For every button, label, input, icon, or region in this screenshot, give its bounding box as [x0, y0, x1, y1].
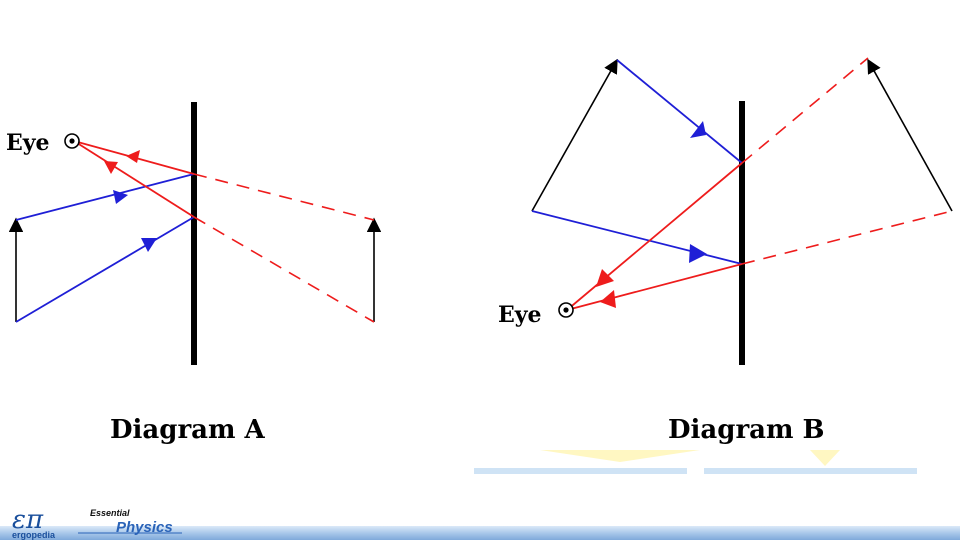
ray-arrowhead	[104, 161, 118, 174]
eye-pupil	[69, 138, 75, 144]
watermark-chevron	[540, 450, 700, 462]
object-arrow-b	[531, 58, 618, 212]
ray-arrowhead	[126, 150, 140, 163]
virtual-ray-a-top	[193, 173, 375, 221]
footer: επ ergopedia Essential Physics	[0, 505, 960, 540]
virtual-ray-b-bottom	[741, 210, 953, 265]
watermark-bar-right	[704, 468, 917, 474]
virtual-ray-b-top	[741, 57, 869, 164]
virtual-ray-a-bottom	[193, 216, 375, 323]
brand-top: Essential	[90, 508, 130, 518]
logo-name: ergopedia	[12, 530, 56, 540]
watermark-chevron-small	[810, 450, 840, 466]
eye-pupil	[563, 307, 569, 313]
caption-a: Diagram A	[110, 415, 266, 445]
incident-ray-b-top	[616, 59, 743, 164]
incident-ray-b-bottom	[531, 210, 743, 265]
image-arrow-b	[867, 58, 953, 212]
ray-arrowhead	[596, 269, 614, 287]
ray-arrowhead	[689, 244, 707, 263]
diagram-b: Eye Diagram B	[498, 57, 953, 445]
watermark-graphic	[474, 450, 917, 474]
ray-arrowhead	[600, 290, 616, 308]
reflected-ray-b-bottom	[566, 263, 743, 311]
caption-b: Diagram B	[668, 415, 825, 445]
diagram-a: Eye Diagram A	[6, 102, 382, 445]
ray-arrowhead	[113, 190, 128, 204]
logo-symbol: επ	[12, 505, 44, 535]
reflected-ray-a-bottom	[73, 140, 195, 218]
brand-main: Physics	[116, 519, 173, 536]
watermark-bar-left	[474, 468, 687, 474]
incident-ray-a-bottom	[15, 216, 195, 323]
eye-label-a: Eye	[6, 130, 50, 156]
reflected-ray-b-top	[566, 162, 743, 311]
incident-ray-a-top	[15, 173, 195, 221]
eye-label-b: Eye	[498, 302, 542, 328]
footer-bar	[0, 526, 960, 540]
ray-arrowhead	[690, 121, 706, 138]
ray-arrowhead	[141, 238, 157, 252]
